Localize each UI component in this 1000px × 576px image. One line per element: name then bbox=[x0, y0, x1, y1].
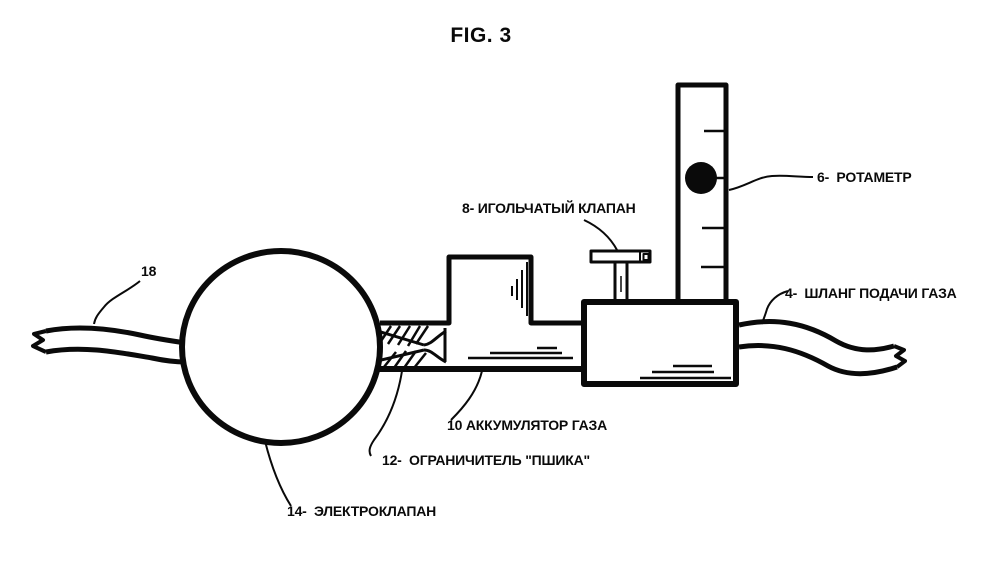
gas-accumulator-vessel bbox=[378, 254, 585, 372]
label-gas-supply-hose: 4- ШЛАНГ ПОДАЧИ ГАЗА bbox=[785, 285, 957, 301]
leader-10 bbox=[450, 370, 483, 421]
leader-4 bbox=[761, 290, 789, 325]
label-solenoid-valve: 14- ЭЛЕКТРОКЛАПАН bbox=[287, 503, 437, 519]
leader-12 bbox=[368, 370, 403, 457]
label-gas-accumulator: 10 АККУМУЛЯТОР ГАЗА bbox=[447, 417, 608, 433]
figure-title: FIG. 3 bbox=[450, 24, 512, 47]
solenoid-valve-body bbox=[179, 248, 383, 446]
leader-6 bbox=[728, 174, 814, 191]
leader-lines bbox=[93, 174, 814, 507]
restrictor-hatch bbox=[379, 325, 430, 369]
label-needle-valve: 8- ИГОЛЬЧАТЫЙ КЛАПАН bbox=[462, 200, 636, 216]
leader-14 bbox=[264, 440, 292, 507]
pshik-restrictor bbox=[379, 325, 447, 369]
needle-valve bbox=[589, 249, 652, 303]
rotameter-scale-ticks bbox=[701, 129, 725, 269]
label-rotameter: 6- РОТАМЕТР bbox=[817, 169, 912, 185]
leader-8 bbox=[583, 219, 618, 251]
vessel-liquid-lines bbox=[468, 346, 573, 360]
label-pshik-restrictor: 12- ОГРАНИЧИТЕЛЬ "ПШИКА" bbox=[382, 452, 590, 468]
left-hose bbox=[31, 325, 187, 365]
label-left-hose: 18 bbox=[141, 263, 157, 279]
vessel-fill-hatch bbox=[511, 262, 528, 316]
rotameter-float bbox=[685, 162, 717, 194]
right-hose bbox=[738, 319, 907, 377]
valve-block bbox=[581, 299, 739, 387]
block-liquid-lines bbox=[640, 364, 731, 380]
leader-18 bbox=[93, 280, 141, 325]
